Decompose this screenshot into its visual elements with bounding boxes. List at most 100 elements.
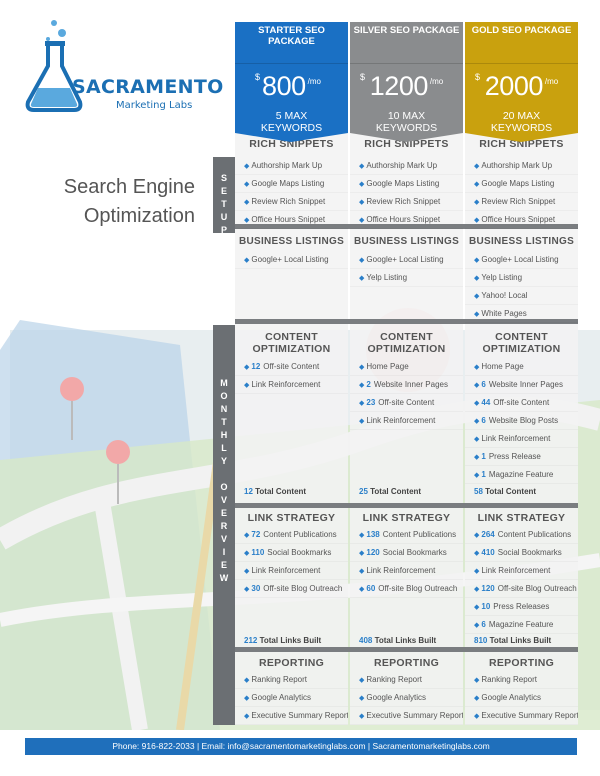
- item-label: Executive Summary Report: [366, 711, 463, 720]
- section-title: REPORTING: [373, 657, 440, 669]
- bullet-icon: ◆: [474, 454, 480, 461]
- side-letter: W: [219, 573, 229, 583]
- side-letter: M: [220, 378, 228, 388]
- company-logo[interactable]: SACRAMENTO Marketing Labs: [18, 14, 223, 124]
- item-count: 410: [481, 548, 495, 557]
- total-count: 25: [359, 487, 371, 496]
- item-label: Google+ Local Listing: [481, 255, 559, 264]
- item-label: Google+ Local Listing: [366, 255, 444, 264]
- list-item: ◆Office Hours Snippet: [350, 211, 463, 229]
- package-name: SILVER SEO PACKAGE: [350, 22, 463, 64]
- list-item: ◆Home Page: [350, 358, 463, 376]
- bullet-icon: ◆: [474, 472, 480, 479]
- item-label: Magazine Feature: [488, 620, 554, 629]
- side-letter: T: [221, 199, 227, 209]
- item-label: Google Analytics: [251, 693, 311, 702]
- list-item: ◆Office Hours Snippet: [235, 211, 348, 229]
- bullet-icon: ◆: [359, 217, 365, 224]
- item-label: Social Bookmarks: [267, 548, 332, 557]
- bullet-icon: ◆: [244, 586, 250, 593]
- bullet-icon: ◆: [359, 257, 365, 264]
- side-letter: O: [220, 391, 228, 401]
- list-item: ◆Google+ Local Listing: [350, 251, 463, 269]
- list-item: ◆Executive Summary Report: [350, 707, 463, 725]
- item-count: 2: [366, 380, 371, 389]
- bullet-icon: ◆: [474, 364, 480, 371]
- item-label: Press Releases: [493, 602, 550, 611]
- item-label: Yelp Listing: [481, 273, 523, 282]
- page-title: Search Engine Optimization: [63, 176, 195, 227]
- map-pin-icon: [60, 377, 84, 401]
- section-title: BUSINESS LISTINGS: [353, 236, 460, 247]
- section-title: REPORTING: [488, 657, 555, 669]
- price-period: /mo: [544, 77, 559, 86]
- bullet-icon: ◆: [474, 622, 480, 629]
- side-letter: N: [220, 404, 228, 414]
- list-item: ◆Google Analytics: [465, 689, 578, 707]
- item-label: Authorship Mark Up: [251, 161, 323, 170]
- flask-icon: [25, 20, 83, 112]
- total-label: Total Content: [255, 487, 307, 496]
- reporting-section: REPORTING◆Ranking Report◆Google Analytic…: [465, 652, 578, 725]
- bullet-icon: ◆: [474, 382, 480, 389]
- item-count: 23: [366, 398, 376, 407]
- list-item: ◆Google Maps Listing: [235, 175, 348, 193]
- item-count: 120: [481, 584, 495, 593]
- bullet-icon: ◆: [244, 382, 250, 389]
- item-label: Yahoo! Local: [481, 291, 528, 300]
- item-count: 30: [251, 584, 261, 593]
- side-letter: E: [220, 508, 227, 518]
- list-item: ◆Review Rich Snippet: [465, 193, 578, 211]
- bullet-icon: ◆: [474, 604, 480, 611]
- bullet-icon: ◆: [359, 400, 365, 407]
- total-label: Total Content: [370, 487, 422, 496]
- item-label: Magazine Feature: [488, 470, 554, 479]
- list-item: ◆Executive Summary Report: [235, 707, 348, 725]
- bullet-icon: ◆: [474, 217, 480, 224]
- price-amount: 1200: [369, 71, 429, 101]
- reporting-section: REPORTING◆Ranking Report◆Google Analytic…: [235, 652, 348, 725]
- item-count: 264: [481, 530, 495, 539]
- section-title-line: OPTIMIZATION: [252, 343, 331, 355]
- item-label: Content Publications: [497, 530, 572, 539]
- section-title-line: CONTENT: [265, 331, 318, 343]
- list-item: ◆Review Rich Snippet: [350, 193, 463, 211]
- side-letter: E: [220, 186, 227, 196]
- item-label: Ranking Report: [366, 675, 422, 684]
- link-total: 408 Total Links Built: [350, 634, 436, 648]
- item-label: Google Analytics: [481, 693, 541, 702]
- item-count: 6: [481, 380, 486, 389]
- bullet-icon: ◆: [244, 677, 250, 684]
- side-letter: Y: [220, 456, 227, 466]
- side-letter: V: [220, 534, 227, 544]
- list-item: ◆Link Reinforcement: [465, 562, 578, 580]
- bullet-icon: ◆: [474, 695, 480, 702]
- total-count: 58: [474, 487, 486, 496]
- section-divider: [235, 319, 578, 324]
- list-item: ◆Ranking Report: [350, 671, 463, 689]
- total-label: Total Links Built: [374, 636, 437, 645]
- bullet-icon: ◆: [474, 275, 480, 282]
- item-label: Off-site Content: [263, 362, 320, 371]
- link-total: 810 Total Links Built: [465, 634, 551, 648]
- list-item: ◆Review Rich Snippet: [235, 193, 348, 211]
- list-item: ◆Yelp Listing: [350, 269, 463, 287]
- bullet-icon: ◆: [359, 550, 365, 557]
- list-item: ◆Google+ Local Listing: [235, 251, 348, 269]
- logo-subtitle: Marketing Labs: [116, 100, 193, 111]
